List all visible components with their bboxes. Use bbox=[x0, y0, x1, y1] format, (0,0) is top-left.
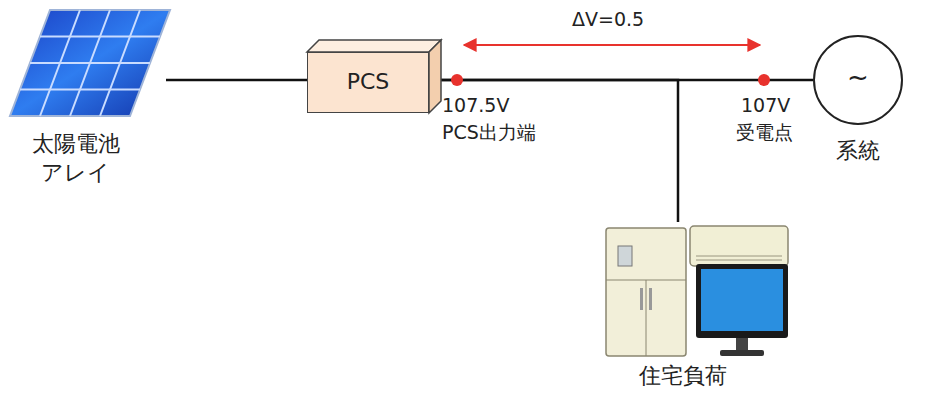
house-load: 住宅負荷 bbox=[598, 222, 794, 394]
pcs-box: PCS bbox=[307, 52, 429, 113]
grid-source: ~系統 bbox=[813, 35, 903, 125]
point-label: PCS出力端 bbox=[440, 121, 538, 144]
voltage-label: 107.5V bbox=[440, 94, 511, 117]
solar-array: 太陽電池 アレイ bbox=[8, 8, 178, 198]
voltage-label: 107V bbox=[739, 94, 792, 117]
point-label: 受電点 bbox=[734, 121, 795, 144]
grid-label: 系統 bbox=[803, 137, 913, 166]
node-illustration bbox=[8, 8, 178, 118]
ac-symbol: ~ bbox=[813, 61, 903, 95]
load-label: 住宅負荷 bbox=[598, 362, 768, 391]
measure-point bbox=[451, 74, 463, 86]
power-line bbox=[429, 80, 678, 222]
array-label: 太陽電池 アレイ bbox=[23, 130, 128, 187]
measure-point bbox=[758, 74, 770, 86]
delta-v-arrow bbox=[464, 44, 760, 46]
delta-v-label: ΔV=0.5 bbox=[570, 8, 646, 31]
node-illustration bbox=[598, 222, 794, 362]
power-line bbox=[166, 79, 307, 82]
pcs-label: PCS bbox=[347, 68, 390, 97]
